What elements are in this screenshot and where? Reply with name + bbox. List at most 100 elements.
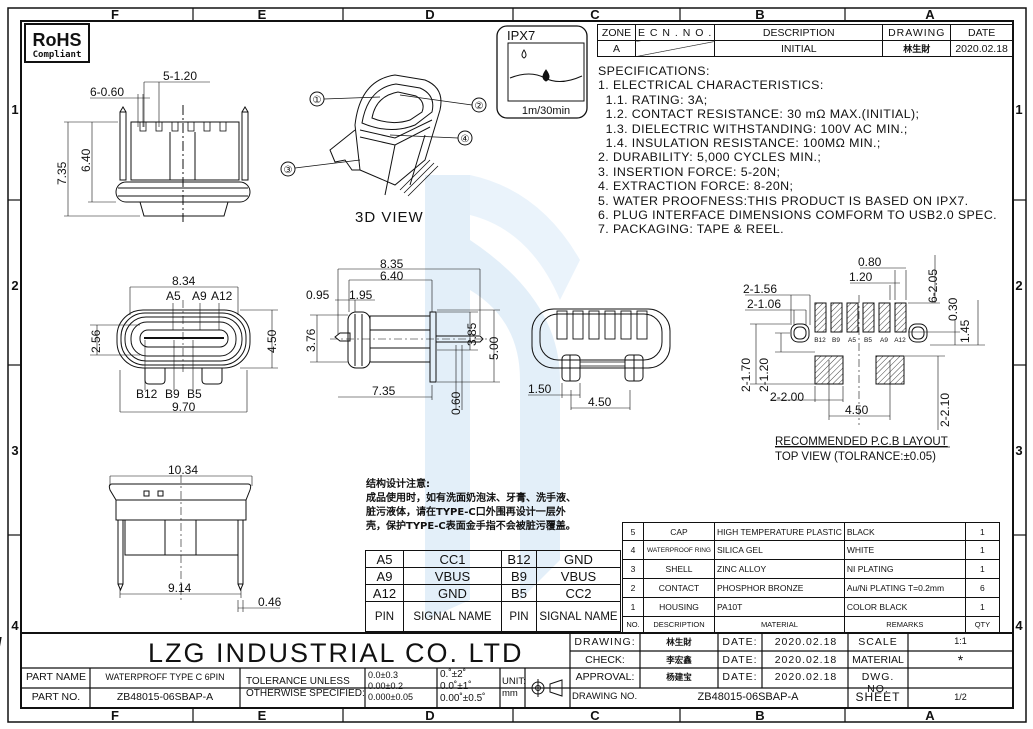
pin-label-b5: B5: [187, 387, 202, 401]
pcb-subtitle: TOP VIEW (TOLRANCE:±0.05): [775, 451, 936, 463]
tolerance-label-2: OTHERWISE SPECIFIED:: [246, 688, 365, 699]
rohs-title: RoHS: [33, 30, 82, 50]
scale: 1:1: [954, 636, 967, 646]
zone-number: 3: [1015, 443, 1022, 458]
dwg-no-label: DWG. NO.: [861, 671, 895, 695]
check-name: 李宏鑫: [666, 656, 692, 666]
rohs-badge: [24, 23, 90, 63]
date-label: DATE:: [722, 654, 758, 666]
part-name: WATERPROFF TYPE C 6PIN: [105, 672, 225, 682]
dim-pcb-pitch: 1.20: [849, 270, 873, 284]
bom-header-qty: QTY: [964, 616, 1001, 633]
signal: GND: [536, 550, 621, 568]
side-view: [64, 81, 251, 222]
part-no: ZB48015-06SBAP-A: [116, 691, 214, 703]
dim-front-total: 9.70: [172, 400, 196, 414]
callout-2: ②: [475, 101, 484, 112]
signal-header: SIGNAL NAME: [536, 601, 621, 632]
pin-header: PIN: [365, 601, 404, 632]
rev-ecn: [634, 40, 716, 57]
pcb-title: RECOMMENDED P.C.B LAYOUT: [775, 436, 948, 448]
drawing-no: ZB48015-06SBAP-A: [697, 691, 799, 703]
pcb-layout: [745, 255, 985, 430]
front-view: [90, 286, 278, 413]
design-notes: 结构设计注意: 成品使用时，如有洗面奶泡沫、牙膏、洗手液、脏污液体，请在TYPE…: [366, 478, 576, 534]
title-block-lines: [21, 632, 1013, 708]
part-name-label: PART NAME: [25, 671, 87, 683]
zone-number: 4: [11, 618, 19, 633]
pin-label-a9: A9: [192, 289, 207, 303]
dim-front-height: 4.50: [265, 329, 279, 353]
dim-height-total: 7.35: [55, 161, 69, 185]
check-label: CHECK:: [585, 654, 625, 666]
dim-pcb-hole-inner: 2-1.06: [747, 297, 781, 311]
spec-line: 6. PLUG INTERFACE DIMENSIONS COMFORM TO …: [598, 208, 998, 223]
tol-linear-2: 0.00±0.2: [368, 681, 403, 691]
dim-pcb-030: 0.30: [946, 297, 960, 321]
drawing-name: 林生財: [666, 638, 692, 648]
pin-label-b9: B9: [165, 387, 180, 401]
zone-number: 1: [1015, 102, 1022, 117]
tolerance-angular: 0.˚±2˚ 0.0˚±1˚ 0.00˚±0.5˚: [440, 669, 486, 705]
dim-rear-spacing: 4.50: [588, 395, 612, 409]
tol-angular-1: 0.˚±2˚: [440, 669, 467, 680]
dim-bottom-width: 10.34: [168, 463, 198, 477]
zone-letter: B: [755, 708, 764, 723]
pcb-pad-label: B5: [864, 337, 872, 344]
tolerance-label: TOLERANCE UNLESS: [246, 676, 350, 687]
ipx7-box: [496, 25, 588, 119]
zone-letter: D: [425, 708, 434, 723]
3d-view-label: 3D VIEW: [355, 209, 424, 226]
rev-header-date: DATE: [950, 24, 1013, 41]
bottom-view: [108, 475, 280, 612]
unit-label: UNIT:: [502, 676, 526, 687]
dim-height-body: 6.40: [79, 148, 93, 172]
dim-profile-d2: 1.95: [349, 288, 373, 302]
zone-letter: E: [258, 7, 267, 22]
zone-number: 3: [11, 443, 18, 458]
scale-label: SCALE: [858, 636, 898, 648]
rev-date: 2020.02.18: [950, 40, 1013, 57]
drawing-label: DRAWING:: [574, 636, 636, 648]
dim-profile-h3: 5.00: [487, 336, 501, 360]
dim-profile-total: 8.35: [380, 257, 404, 271]
drawing-date: 2020.02.18: [774, 636, 838, 648]
date-label: DATE:: [722, 671, 758, 683]
pcb-pad-label: B9: [832, 337, 840, 344]
zone-letters: F E D C B A F E D C B A 1 2 3 4 1 2 3 4: [11, 7, 1023, 723]
zone-letter: D: [425, 7, 434, 22]
spec-line: 1. ELECTRICAL CHARACTERISTICS:: [598, 78, 824, 93]
spec-line: 3. INSERTION FORCE: 5-20N;: [598, 164, 781, 179]
zone-letter: B: [755, 7, 764, 22]
spec-line: 1.2. CONTACT RESISTANCE: 30 mΩ MAX.(INIT…: [598, 107, 920, 122]
material: *: [957, 652, 964, 668]
callout-4: ④: [461, 134, 470, 145]
drawing-no-label: DRAWING NO.: [572, 691, 638, 702]
specifications: SPECIFICATIONS: 1. ELECTRICAL CHARACTERI…: [598, 64, 997, 237]
part-no-label: PART NO.: [31, 691, 81, 703]
zone-letter: F: [111, 708, 119, 723]
revision-table: ZONE E C N . N O . DESCRIPTION DRAWING D…: [597, 24, 1013, 57]
signal: CC1: [403, 550, 502, 568]
dim-pcb-145: 1.45: [958, 319, 972, 343]
dim-pitch: 5-1.20: [163, 69, 197, 83]
3d-view: [280, 74, 487, 197]
zone-number: 2: [1015, 278, 1022, 293]
profile-view: [310, 268, 500, 410]
tol-angular-2: 0.0˚±1˚: [440, 681, 472, 692]
dim-pcb-big-width: 2-2.00: [770, 390, 804, 404]
spec-line: 7. PACKAGING: TAPE & REEL.: [598, 222, 784, 237]
rohs-sub: Compliant: [33, 49, 82, 60]
dim-profile-body: 6.40: [380, 269, 404, 283]
ipx7-caption: 1m/30min: [522, 105, 570, 117]
check-date: 2020.02.18: [774, 654, 838, 666]
signal-header: SIGNAL NAME: [403, 601, 502, 632]
zone-number: 4: [1015, 618, 1023, 633]
dim-pcb-hole-outer: 2-1.56: [743, 282, 777, 296]
dim-profile-d1: 0.95: [306, 288, 330, 302]
rear-view: [528, 308, 671, 410]
zone-dividers: [8, 8, 1026, 722]
